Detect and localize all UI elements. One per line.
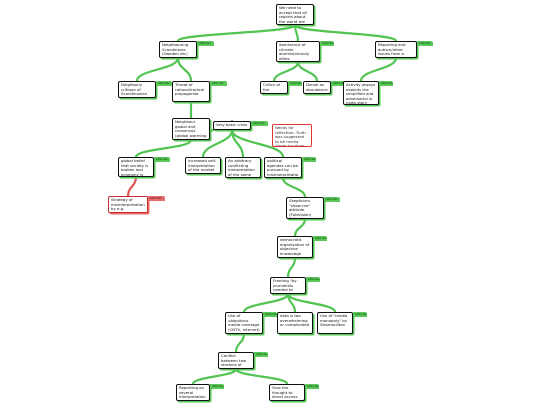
- node-scandinavia[interactable]: Neighbouring Scandinavia (Sweden etc) co…: [159, 41, 197, 58]
- node-tag: attitudes: [302, 157, 316, 162]
- node-nordic-critique[interactable]: Deighborly critique of Scandinavian inst…: [118, 81, 156, 98]
- node-tag: attitudes: [306, 277, 320, 282]
- node-conflict-truth[interactable]: Conflict between two streams of truth: [218, 352, 254, 369]
- node-tag: attitudes: [210, 384, 224, 389]
- node-basic-crisis[interactable]: Very basic crisis: [213, 121, 251, 130]
- node-global-bias[interactable]: Reporting and autism/other issues from a…: [375, 41, 417, 58]
- connector-n1-n1a: [135, 56, 180, 83]
- node-tag: attitudes: [417, 41, 433, 46]
- node-tag: attitudes: [210, 81, 227, 86]
- node-activity-exploits[interactable]: Activity always exploits the simplified …: [343, 81, 379, 105]
- node-tag: attitudes: [148, 196, 165, 201]
- node-tag: attitudes: [288, 81, 302, 86]
- node-tag: attitudes: [324, 197, 340, 202]
- node-media-coverage[interactable]: Use of ubiquitous media coverage (CNTV, …: [225, 312, 263, 334]
- node-tag: attitudes: [320, 41, 334, 46]
- connector-n2-n2a: [272, 60, 300, 83]
- connector-n11-n12: [286, 256, 297, 279]
- node-tag: attitudes: [353, 312, 367, 317]
- connector-n13-n16: [234, 332, 246, 354]
- node-global-consensus[interactable]: Neighbour global and consensus (global w…: [172, 118, 210, 140]
- node-framing-journalists[interactable]: Framing "by journalists needed to unders…: [270, 277, 306, 294]
- connector-root-n1: [176, 23, 297, 43]
- node-tag: attitudes: [154, 157, 170, 162]
- connector-n12-n15: [286, 292, 337, 314]
- node-framing-critics[interactable]: Critics of the Framing: [260, 81, 288, 94]
- connector-n16-n18: [234, 367, 289, 386]
- connector-n2-n2b: [296, 60, 319, 83]
- node-tag: attitudes: [305, 384, 319, 389]
- connector-root-n3: [293, 23, 398, 43]
- connector-n5-n9: [230, 128, 285, 159]
- node-market-interpretation[interactable]: increased self-interpretation of the mar…: [185, 157, 221, 174]
- root-node[interactable]: We need to accept that all reports about…: [276, 4, 314, 25]
- node-democratic-organisation[interactable]: democratic organisation of objective kno…: [277, 236, 313, 258]
- node-tag: attitudes: [313, 236, 327, 241]
- node-tag: attitudes: [156, 81, 172, 86]
- node-climate-elites[interactable]: dominance of climate alarmist/shouty eli…: [276, 41, 320, 62]
- node-tag: attitudes: [331, 81, 345, 86]
- connector-n3-n3a: [359, 56, 398, 83]
- node-tag: attitudes: [254, 352, 268, 357]
- connector-n9-n10: [281, 176, 307, 199]
- note-reflection[interactable]: Needs for reflection: Truth was suggeste…: [272, 124, 312, 147]
- node-skepticism[interactable]: Skepticism, "show-me" attitude (Foldvisi…: [286, 197, 324, 219]
- connector-n10-n11: [293, 217, 307, 238]
- connector-n1-n1b: [176, 56, 193, 83]
- node-several-interpretations[interactable]: Reporting on several interpretations: [176, 384, 210, 401]
- node-tag: attitudes: [263, 312, 277, 317]
- node-conflicting-interpretation[interactable]: An arbitrary conflicting interpretation …: [225, 157, 261, 178]
- connector-n16-n17: [191, 367, 238, 386]
- node-tag: attitudes: [379, 81, 393, 86]
- connector-n12-n13: [242, 292, 290, 314]
- node-society-broken[interactable]: global belief that society is broken and…: [118, 157, 154, 177]
- node-denial-abundance[interactable]: Denial as abundance: [303, 81, 331, 94]
- connector-n4-n6: [134, 138, 193, 159]
- node-propaganda-threat[interactable]: Threat of rational/radical propaganda: [172, 81, 210, 102]
- node-direct-access[interactable]: Give the thought to direct access to rea…: [269, 384, 305, 401]
- connector-n6-red2: [126, 175, 138, 198]
- node-tag: attitudes: [197, 41, 214, 46]
- node-media-monopoly[interactable]: Use of "media monopoly" by Stromaulitan: [317, 312, 353, 334]
- node-political-agendas[interactable]: political agendas can be pursued by misi…: [264, 157, 302, 178]
- node-misinterpretation-strategy[interactable]: Strategy of misinterpretation by e.g. po…: [108, 196, 148, 213]
- node-data-overwhelming[interactable]: data is too overwhelming or complicated: [277, 312, 313, 334]
- node-tag: attitudes: [251, 121, 268, 126]
